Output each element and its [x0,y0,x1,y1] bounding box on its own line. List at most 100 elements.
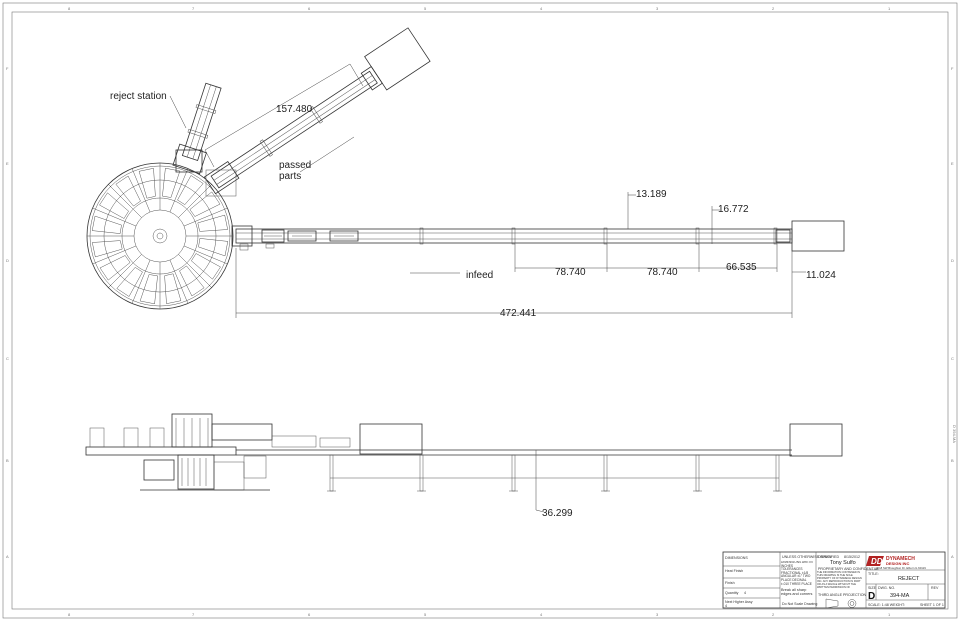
tb-finish-label: Finish [725,581,735,585]
zone-col-top: 8 [68,6,71,11]
zone-col-top: 1 [888,6,891,11]
reject-station-block [175,149,203,173]
rotary-table-part [197,214,229,232]
zone-row-left: D [6,258,9,263]
zone-row-left: A [6,554,9,559]
tb-break-edges: Break all sharp edges and corners [781,588,813,596]
sheet-inner-border [11,11,949,610]
conveyor-leg [419,454,424,492]
zone-row-right: D [951,258,954,263]
rotary-table-part [133,209,187,263]
tb-quantity-label: Quantity [725,591,739,595]
rotary-table-part [177,175,204,205]
rotary-table-part [179,265,205,297]
rotary-table-part [131,168,151,213]
dim-11-text: 11.024 [806,270,836,281]
tb-dimensions-label: DIMENSIONS [725,556,748,560]
rotary-table-part [169,259,189,304]
zone-row-right: A [951,554,954,559]
dynamech-logo: DD [866,556,884,566]
side-view [85,413,843,492]
tb-third-angle: THIRD ANGLE PROJECTION [818,593,867,597]
tb-unless-note: UNLESS OTHERWISE SPECIFIED [782,555,839,559]
passed-parts-label-line2: parts [279,171,301,182]
zone-col-bottom: 7 [192,612,195,617]
dim-16-text: 16.772 [718,204,749,215]
tb-company-line2: DESIGN INC [886,561,909,566]
zone-row-left: F [6,66,9,71]
reject-station-leader [169,95,187,129]
zone-col-top: 5 [424,6,427,11]
rotary-table-part [91,215,122,234]
infeed-conveyor [231,220,845,252]
rotary-table-part [138,167,156,199]
zone-col-top: 4 [540,6,543,11]
rotary-table-part [191,253,221,280]
zone-col-bottom: 1 [888,612,891,617]
callout-labels: reject station passed parts infeed [110,91,493,281]
rotary-table-part [91,240,123,258]
side-view-dimension: 36.299 [535,450,573,519]
zone-col-bottom: 5 [424,612,427,617]
zone-col-top: 2 [772,6,775,11]
tb-date-value: 8/15/2012 [844,555,860,559]
conveyor-leg [695,454,700,492]
zone-col-bottom: 2 [772,612,775,617]
conveyor-leg [603,454,608,492]
zone-row-left: B [6,458,9,463]
tb-title-value: REJECT [898,576,920,582]
side-dwg-tag: D 394-MA [952,425,957,443]
rotary-table-part [156,232,164,240]
dim-36-text: 36.299 [542,508,573,519]
top-view-dimensions: 157.480 13.189 16.772 78.740 78.740 66.5… [204,63,836,319]
dim-78a-text: 78.740 [555,267,586,278]
rotary-indexing-table [86,162,234,310]
conveyor-legs [327,454,782,492]
tb-drawn-label: DRAWN [818,555,832,559]
conveyor-leg [329,454,334,492]
zone-row-left: C [6,356,9,361]
tb-heat-finish-label: Heat Finish [725,569,743,573]
zone-row-right: E [951,161,954,166]
rotary-table-part [162,167,181,198]
rotary-table-part [183,207,228,227]
rotary-table-part [152,228,168,244]
dim-66-text: 66.535 [726,262,757,273]
rotary-table-part [131,259,151,304]
tb-proprietary-title: PROPRIETARY AND CONFIDENTIAL [818,567,879,571]
tb-proprietary-text: THE INFORMATION CONTAINED IN THIS DRAWIN… [817,571,862,589]
rotary-table-part [169,168,189,213]
dim-78b-text: 78.740 [647,267,678,278]
tb-size-value: D [868,591,875,602]
conveyor-leg [775,454,780,492]
conveyor-leg [511,454,516,492]
dim-157-text: 157.480 [276,104,313,115]
zone-row-right: B [951,458,954,463]
zone-row-right: C [951,356,954,361]
tb-title-label: TITLE: [868,572,879,576]
tb-size-label: SIZE [868,586,877,590]
passed-parts-label-line1: passed [279,160,311,171]
tb-dwg-value: 394-MA [890,593,910,599]
tb-company-line1: DYNAMECH [886,556,915,562]
rotary-table-part [108,254,142,288]
dim-472-text: 472.441 [500,308,537,319]
tb-tolerance-note: DIMENSIONS ARE IN INCHES TOLERANCES FRAC… [781,561,813,585]
zone-col-bottom: 6 [308,612,311,617]
tb-quantity-value: 4 [744,591,746,595]
zone-col-top: 3 [656,6,659,11]
third-angle-projection-icon [825,598,857,609]
zone-col-bottom: 3 [656,612,659,617]
zone-col-bottom: 8 [68,612,71,617]
passed-parts-conveyor [203,27,431,195]
tb-dwg-label: DWG. NO. [878,586,895,590]
reject-station-label: reject station [110,91,167,102]
rotary-table-part [198,238,229,257]
rotary-table-part [183,245,228,265]
rotary-table-part [189,191,221,217]
rotary-table-part [92,245,137,265]
tb-rev-label: REV [931,586,939,590]
zone-row-left: E [6,161,9,166]
